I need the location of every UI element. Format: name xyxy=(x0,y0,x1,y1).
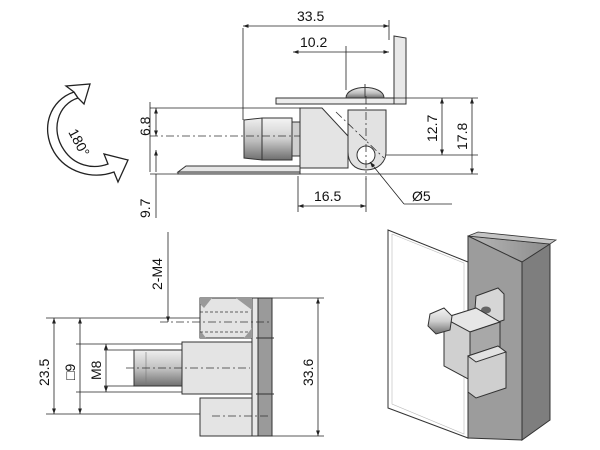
dim-thread: M8 xyxy=(88,360,104,380)
dim-height-right: 33.6 xyxy=(300,359,316,386)
top-view-dimensions: 33.5 10.2 6.8 9.7 16.5 Ø5 12.7 17.8 xyxy=(137,8,478,218)
base-plate xyxy=(176,165,301,173)
dim-offset: 10.2 xyxy=(300,34,327,50)
dim-right-inner: 12.7 xyxy=(424,115,440,142)
dim-hole: Ø5 xyxy=(412,188,431,204)
side-view xyxy=(126,297,274,437)
dim-plate-height: 9.7 xyxy=(137,198,153,218)
rotation-arrow: 180° xyxy=(46,83,129,184)
panel-strip xyxy=(257,297,273,437)
top-view xyxy=(150,35,407,180)
nut xyxy=(261,117,293,161)
vertical-leg xyxy=(393,35,407,105)
upper-arm xyxy=(275,97,399,105)
dim-base-width: 16.5 xyxy=(314,188,341,204)
side-view-dimensions: 2-M4 23.5 □9 M8 33.6 xyxy=(36,232,324,437)
upper-block xyxy=(199,297,253,339)
rotation-label: 180° xyxy=(65,126,93,159)
iso-nut xyxy=(427,307,453,335)
dim-square: □9 xyxy=(62,364,78,380)
isometric-view xyxy=(387,229,558,441)
dim-right-outer: 17.8 xyxy=(454,123,470,150)
dim-height-left: 23.5 xyxy=(36,359,52,386)
dim-overall-width: 33.5 xyxy=(297,8,324,24)
dim-thread-callout: 2-M4 xyxy=(149,258,165,290)
dim-nut-height: 6.8 xyxy=(137,116,153,136)
lower-block xyxy=(199,397,253,437)
